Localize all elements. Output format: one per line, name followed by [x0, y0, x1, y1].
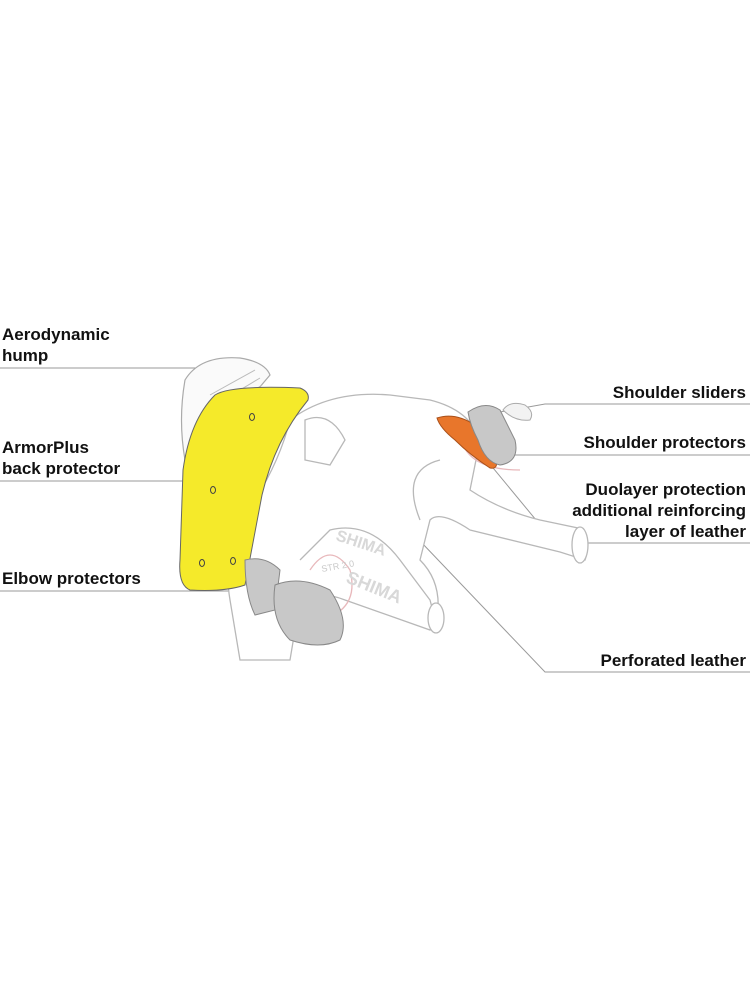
- shoulder-protector: [467, 405, 517, 466]
- label-line: Duolayer protection: [585, 480, 746, 499]
- label-perforated-leather: Perforated leather: [600, 651, 747, 670]
- label-line: Aerodynamic: [2, 325, 110, 344]
- leader-line-sliders: [499, 403, 750, 413]
- duolayer-leather: [436, 415, 498, 469]
- elbow-protectors: [244, 558, 344, 646]
- label-elbow-protectors: Elbow protectors: [2, 569, 141, 588]
- label-line: hump: [2, 346, 49, 365]
- label-shoulder-protectors: Shoulder protectors: [583, 433, 746, 452]
- label-line: layer of leather: [625, 522, 746, 541]
- shoulder-slider: [502, 402, 533, 421]
- label-aerodynamic-hump: Aerodynamic hump: [2, 324, 110, 366]
- label-line: additional reinforcing: [572, 501, 746, 520]
- label-back-protector: ArmorPlus back protector: [2, 437, 120, 479]
- label-duolayer: Duolayer protection additional reinforci…: [572, 479, 746, 542]
- label-line: back protector: [2, 459, 121, 478]
- label-line: ArmorPlus: [2, 438, 89, 457]
- label-shoulder-sliders: Shoulder sliders: [612, 383, 746, 402]
- leader-line-perforated: [399, 519, 750, 673]
- back-protector: [179, 386, 309, 591]
